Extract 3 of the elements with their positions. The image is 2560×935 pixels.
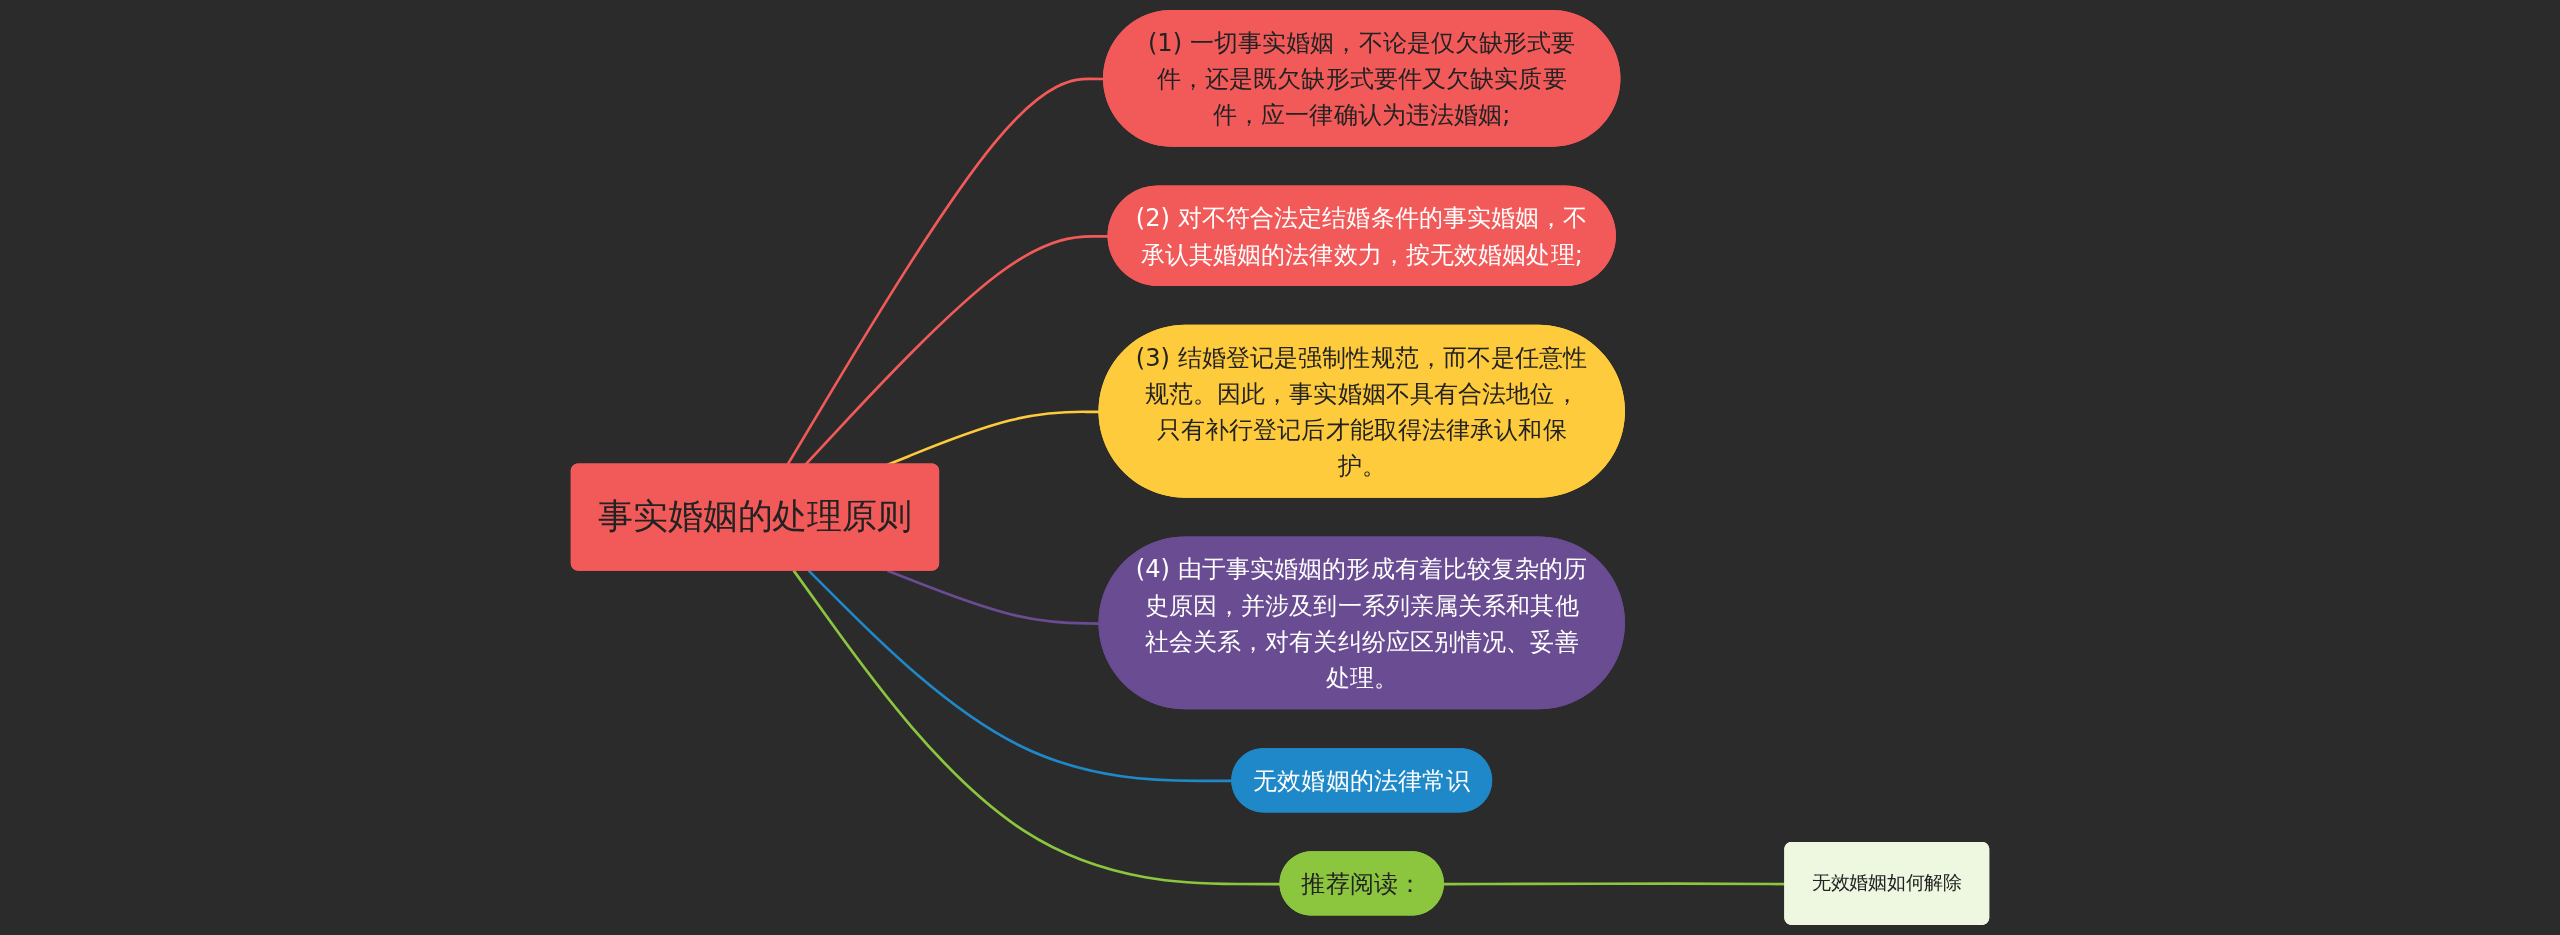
connector: [792, 569, 1281, 886]
connector: [804, 234, 1109, 466]
connector: [887, 569, 1100, 625]
